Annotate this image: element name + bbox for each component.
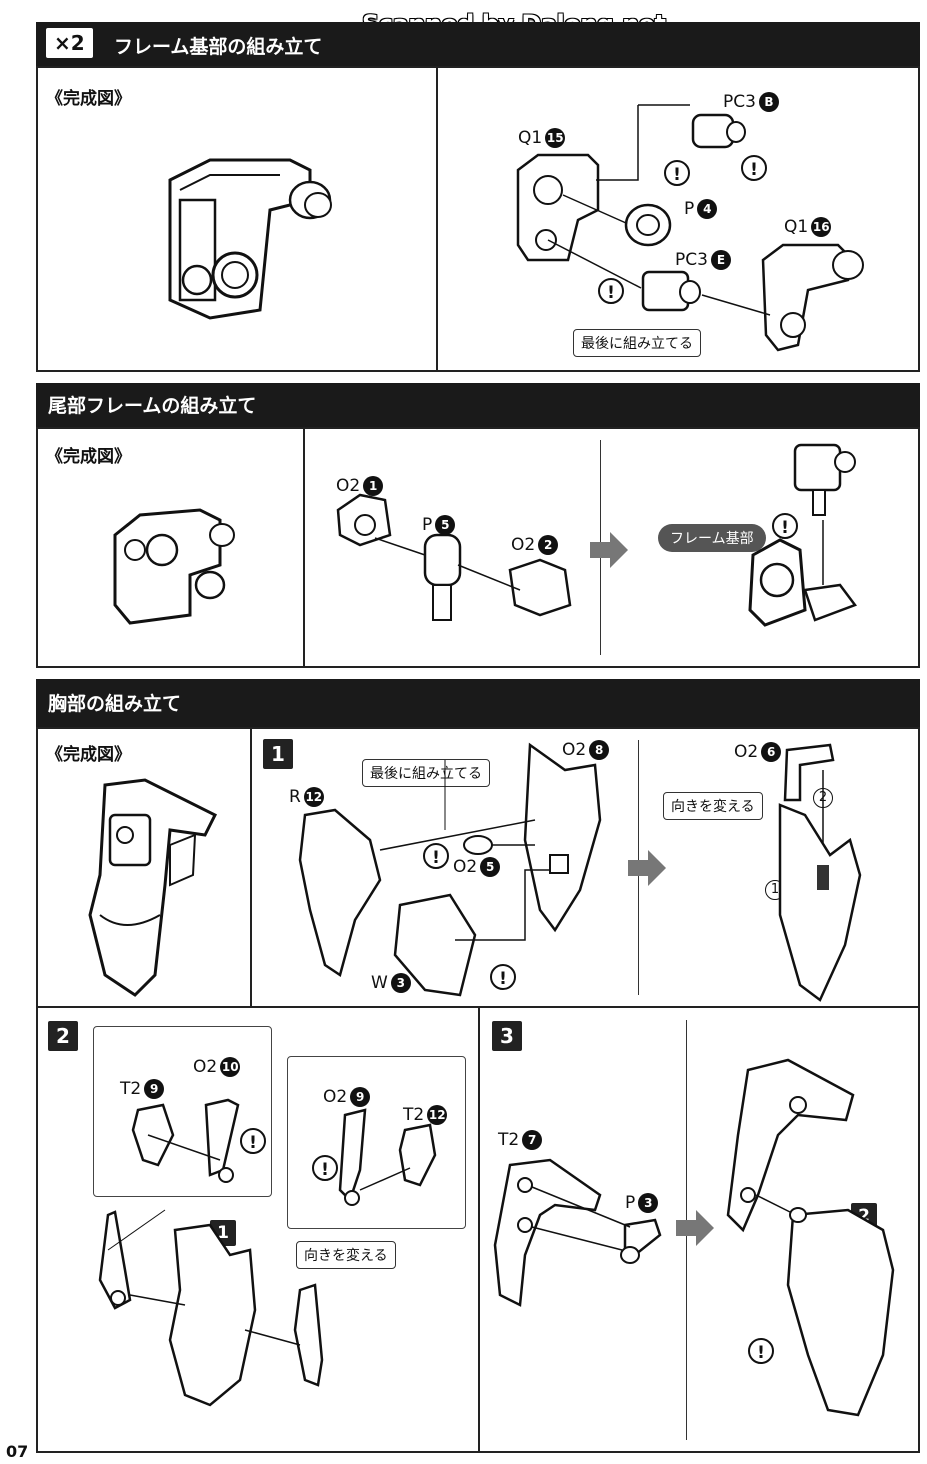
section-tail-frame-panel: [36, 427, 920, 668]
chest-step2-assembly-illustration: [98, 1209, 324, 1407]
step-number-badge: 3: [492, 1021, 522, 1051]
step-number-badge: 2: [48, 1021, 78, 1051]
warning-icon: !: [748, 1338, 774, 1364]
next-step-arrow: [590, 532, 628, 568]
next-step-arrow: [628, 850, 666, 886]
assemble-last-callout: 最後に組み立てる: [573, 329, 701, 357]
change-direction-callout: 向きを変える: [663, 792, 763, 820]
page-number: 07: [6, 1442, 29, 1461]
warning-icon: !: [598, 278, 624, 304]
section-header-chest: 胸部の組み立て: [36, 679, 920, 727]
section-frame-base-panel: [36, 66, 920, 372]
section-header-frame-base: ×2 フレーム基部の組み立て: [36, 22, 920, 66]
chest-step3-exploded-diagram: [493, 1158, 662, 1307]
panel-divider: [303, 427, 305, 668]
warning-icon: !: [664, 160, 690, 186]
chest-step2-detail-right: [338, 1108, 437, 1206]
frame-base-pill: フレーム基部: [658, 524, 766, 552]
tail-frame-exploded-diagram: [336, 493, 572, 621]
section-title: 尾部フレームの組み立て: [48, 395, 257, 417]
chest-step1-assembly-illustration: [778, 743, 862, 1002]
panel-divider: [250, 727, 252, 1008]
warning-icon: !: [772, 513, 798, 539]
warning-icon: !: [423, 843, 449, 869]
warning-icon: !: [490, 964, 516, 990]
step-number-badge: 1: [263, 739, 293, 769]
multiplier-badge: ×2: [46, 28, 93, 58]
tail-frame-assembly-illustration: [748, 443, 858, 627]
section-title: 胸部の組み立て: [48, 693, 182, 715]
section-title: フレーム基部の組み立て: [114, 36, 323, 58]
detail-inset-box: [93, 1026, 272, 1197]
warning-icon: !: [741, 155, 767, 181]
panel-divider: [478, 1006, 480, 1453]
detail-inset-box: [287, 1056, 466, 1229]
frame-base-exploded-diagram: [516, 104, 864, 352]
frame-base-completed-illustration: [168, 158, 332, 320]
panel-divider: [436, 66, 438, 372]
completed-diagram-label: 《完成図》: [46, 447, 131, 467]
tail-frame-completed-illustration: [113, 508, 235, 625]
warning-icon: !: [240, 1128, 266, 1154]
change-direction-callout: 向きを変える: [296, 1241, 396, 1269]
assemble-last-callout: 最後に組み立てる: [362, 759, 490, 787]
completed-diagram-label: 《完成図》: [46, 745, 131, 765]
section-header-tail-frame: 尾部フレームの組み立て: [36, 383, 920, 427]
next-step-arrow: [676, 1210, 714, 1246]
chest-step1-exploded-diagram: [298, 742, 602, 997]
chest-step2-detail-left: [131, 1098, 240, 1183]
warning-icon: !: [312, 1155, 338, 1181]
completed-diagram-label: 《完成図》: [46, 89, 131, 109]
chest-completed-illustration: [88, 778, 218, 997]
chest-step3-assembly-illustration: [726, 1058, 895, 1417]
